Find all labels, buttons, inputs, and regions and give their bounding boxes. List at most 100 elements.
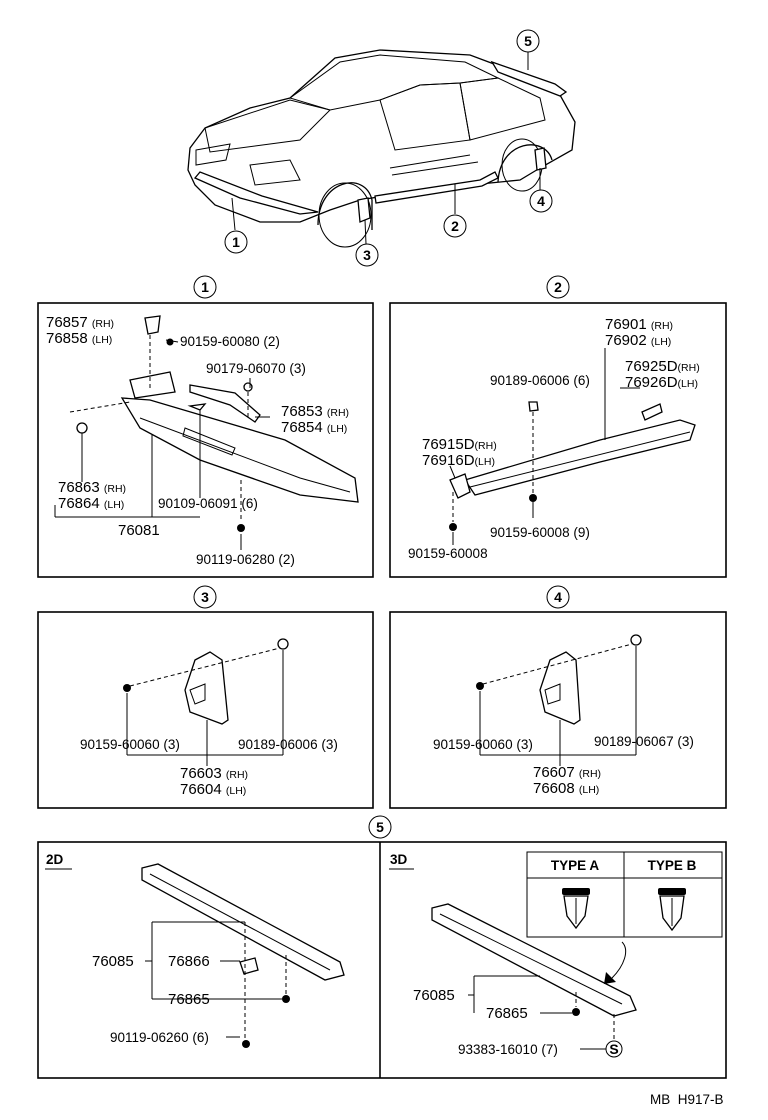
svg-text:76901 (RH): 76901 (RH): [605, 316, 673, 333]
part-76915D: 76915D: [422, 436, 475, 453]
svg-text:1: 1: [201, 279, 209, 295]
panel-rear-mudflap: [389, 611, 727, 809]
part-76607: 76607: [533, 764, 575, 781]
part-76085: 76085: [92, 953, 134, 970]
part-76604: 76604: [180, 781, 222, 798]
panel2-labels: 76901 (RH) 76902 (LH) 76925D(RH) 76926D(…: [408, 316, 700, 561]
front-spoiler-part: [76, 315, 359, 532]
rear-mudflap-part: [476, 634, 642, 725]
svg-text:3: 3: [363, 247, 371, 263]
svg-text:90109-06091 (6): 90109-06091 (6): [158, 496, 258, 511]
section-marker-4: 4: [546, 585, 570, 609]
side-mudguard-part: [449, 401, 696, 531]
part-76603: 76603: [180, 765, 222, 782]
svg-text:90189-06006 (6): 90189-06006 (6): [490, 373, 590, 388]
svg-text:76603 (RH): 76603 (RH): [180, 765, 248, 782]
panel-rear-spoiler: [37, 841, 727, 1079]
rear-spoiler-3d-part: S: [431, 903, 637, 1058]
svg-text:3: 3: [201, 589, 209, 605]
svg-text:4: 4: [554, 589, 562, 605]
part-76865: 76865: [168, 991, 210, 1008]
section-marker-1: 1: [193, 275, 217, 299]
svg-text:5: 5: [376, 819, 384, 835]
car-illustration: [187, 49, 576, 248]
part-76916D: 76916D: [422, 452, 475, 469]
callout-2: 2: [443, 184, 467, 238]
part-76608: 76608: [533, 780, 575, 797]
svg-text:76854 (LH): 76854 (LH): [281, 419, 347, 436]
type-b-label: TYPE B: [648, 858, 697, 873]
part-76865-3d: 76865: [486, 1005, 528, 1022]
part-76864: 76864: [58, 495, 100, 512]
svg-text:2: 2: [451, 218, 459, 234]
variant-3d-label: 3D: [390, 852, 408, 867]
svg-text:76853 (RH): 76853 (RH): [281, 403, 349, 420]
front-mudflap-part: [123, 638, 289, 725]
part-90159-60008-9: 90159-60008: [490, 525, 570, 540]
section-marker-3: 3: [193, 585, 217, 609]
part-76857: 76857: [46, 314, 88, 331]
s-mark: S: [609, 1041, 618, 1057]
svg-text:90179-06070 (3): 90179-06070 (3): [206, 361, 306, 376]
panel5b-leader-lines: [468, 975, 615, 1050]
callout-4: 4: [529, 168, 553, 213]
svg-text:90119-06260 (6): 90119-06260 (6): [110, 1030, 209, 1045]
svg-text:76858 (LH): 76858 (LH): [46, 330, 112, 347]
svg-text:5: 5: [524, 33, 532, 49]
svg-text:76926D(LH): 76926D(LH): [625, 374, 698, 391]
callout-5: 5: [516, 29, 540, 70]
part-90119-06280: 90119-06280: [196, 552, 275, 567]
clip-type-table: TYPE A TYPE B: [526, 851, 723, 938]
part-76081: 76081: [118, 522, 160, 539]
callout-1: 1: [224, 197, 248, 254]
section-marker-2: 2: [546, 275, 570, 299]
panel5a-labels: 76085 76866 76865 90119-06260 (6): [92, 953, 210, 1045]
part-90119-06260: 90119-06260: [110, 1030, 189, 1045]
panel5b-labels: 76085 76865 93383-16010 (7): [413, 987, 558, 1057]
svg-text:90159-60080 (2): 90159-60080 (2): [180, 334, 280, 349]
panel1-leader-lines: [54, 335, 270, 550]
diagram-code: MB H917-B: [650, 1092, 724, 1107]
part-90109-06091: 90109-06091: [158, 496, 238, 511]
part-90189-06006: 90189-06006: [490, 373, 570, 388]
panel2-leader-lines: [449, 348, 640, 545]
part-90159-60080: 90159-60080: [180, 334, 260, 349]
svg-text:76604 (LH): 76604 (LH): [180, 781, 246, 798]
svg-text:90189-06006 (3): 90189-06006 (3): [238, 737, 338, 752]
svg-text:76864 (LH): 76864 (LH): [58, 495, 124, 512]
part-90159-60060: 90159-60060: [433, 737, 513, 752]
svg-text:90189-06067 (3): 90189-06067 (3): [594, 734, 694, 749]
panel-front-spoiler: [37, 302, 374, 578]
svg-text:4: 4: [537, 193, 545, 209]
section-marker-5: 5: [368, 815, 392, 839]
svg-text:93383-16010 (7): 93383-16010 (7): [458, 1042, 558, 1057]
part-76853: 76853: [281, 403, 323, 420]
svg-text:90119-06280 (2): 90119-06280 (2): [196, 552, 295, 567]
svg-text:1: 1: [232, 234, 240, 250]
svg-text:76857 (RH): 76857 (RH): [46, 314, 114, 331]
svg-text:76925D(RH): 76925D(RH): [625, 358, 700, 375]
callout-3: 3: [355, 219, 379, 267]
svg-text:90159-60060 (3): 90159-60060 (3): [433, 737, 533, 752]
part-76854: 76854: [281, 419, 323, 436]
svg-text:76607 (RH): 76607 (RH): [533, 764, 601, 781]
svg-text:90159-60008 (9): 90159-60008 (9): [490, 525, 590, 540]
part-76863: 76863: [58, 479, 100, 496]
part-76902: 76902: [605, 332, 647, 349]
type-a-label: TYPE A: [551, 858, 600, 873]
part-90159-60008: 90159-60008: [408, 546, 488, 561]
svg-text:2: 2: [554, 279, 562, 295]
svg-text:76608 (LH): 76608 (LH): [533, 780, 599, 797]
type-b-clip-icon: [658, 888, 686, 932]
panel5a-leader-lines: [145, 921, 287, 1038]
part-76901: 76901: [605, 316, 647, 333]
panel3-leader-lines: [126, 647, 284, 766]
type-a-clip-icon: [562, 888, 590, 930]
part-76926D: 76926D: [625, 374, 678, 391]
part-76866: 76866: [168, 953, 210, 970]
svg-text:76902 (LH): 76902 (LH): [605, 332, 671, 349]
part-90189-06067: 90189-06067: [594, 734, 674, 749]
part-90159-60060: 90159-60060: [80, 737, 160, 752]
